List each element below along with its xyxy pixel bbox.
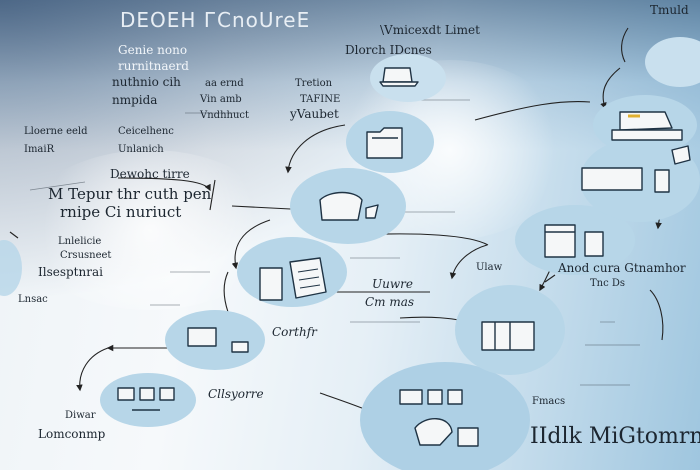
device-b [427, 389, 443, 405]
folder-body [366, 127, 403, 159]
label-left-13: ImaiR [24, 144, 55, 155]
label-center-1: Uuwre [372, 277, 413, 291]
label-left-5: Tretion [295, 78, 333, 89]
label-center-2: Cm mas [365, 295, 415, 309]
label-bottom-3: Lomconmp [38, 427, 106, 441]
document-lines [297, 268, 321, 289]
desktop-tower [654, 169, 670, 193]
window-icon [544, 224, 604, 258]
connector-arrow [231, 219, 271, 270]
key [117, 387, 135, 401]
label-left-3: nuthnio cih [112, 75, 181, 89]
devices-icon [399, 389, 463, 405]
laptop-base [379, 81, 419, 87]
connector-line [474, 101, 591, 121]
laptop-icon [379, 67, 419, 87]
node-icons [117, 67, 691, 447]
bag-body [319, 191, 363, 221]
connector-line [209, 179, 216, 211]
device-a [399, 389, 423, 405]
label-mid-1: Dewohc tirre [110, 167, 190, 181]
label-right-4: Fmacs [532, 396, 566, 407]
hardware-box [457, 427, 479, 447]
label-left-10: Vndhhuct [200, 110, 250, 121]
desktop-device [671, 145, 691, 165]
label-side-1: Lnlelicie [58, 236, 102, 247]
label-center-3: Corthfr [272, 325, 317, 339]
folder-icon [366, 127, 403, 159]
desktop-icon [581, 145, 691, 193]
printer-body [611, 129, 683, 141]
diagram-title: DEOEH ГCnoUreE [120, 8, 311, 32]
frame-icon [481, 321, 535, 351]
label-left-14: Unlanich [118, 144, 164, 155]
label-main: M Tepur thr cuth pen [48, 185, 212, 203]
connector-line [621, 27, 629, 63]
hardware-icon [414, 418, 479, 447]
label-right-1: Anod cura Gtnamhor [558, 261, 686, 275]
label-bottom-2: Diwar [65, 410, 96, 421]
label-right-3: Ulaw [476, 262, 503, 273]
hardware-shape [414, 418, 453, 446]
scribble [29, 181, 86, 191]
frame-dividers [494, 322, 511, 350]
label-left-9: yVaubet [290, 107, 339, 121]
label-left-7: TAFINE [300, 94, 341, 105]
label-left-2: rurnitnaerd [118, 59, 189, 73]
laptop-screen [382, 67, 413, 83]
monitor-box [231, 341, 249, 353]
document-front [259, 267, 283, 301]
label-main-2: rnipe Ci nuriuct [60, 203, 182, 221]
node-bubble [0, 240, 22, 296]
connector-arrow [600, 67, 621, 110]
label-left-6: aa ernd [205, 78, 244, 89]
connector-arrow [285, 124, 346, 174]
connector-line [544, 274, 556, 283]
connector-arrow [399, 316, 467, 324]
frame-outer [481, 321, 535, 351]
scribble-lines [29, 99, 640, 386]
label-left-11: Lloerne eeld [24, 126, 88, 137]
label-left-12: Ceicelhenc [118, 126, 174, 137]
connector-arrow [449, 244, 488, 280]
bag-tag [365, 204, 379, 219]
printer-top [619, 111, 673, 131]
documents-icon [259, 257, 327, 301]
connector-arrow [76, 347, 109, 392]
desktop-screen [581, 167, 643, 191]
bag-icon [319, 191, 379, 221]
label-left-4: nmpida [112, 93, 158, 107]
monitor-icon [187, 327, 249, 353]
connector-line [649, 289, 664, 341]
label-left-1: Genie nono [118, 43, 188, 57]
label-side-3: Ilsesptnrai [38, 265, 103, 279]
label-side-2: Crsusneet [60, 250, 112, 261]
window-frame [544, 224, 576, 258]
key [139, 387, 155, 401]
node-bubble [645, 37, 700, 87]
label-bottom-1: Cllsyorre [208, 387, 264, 401]
device-c [447, 389, 463, 405]
connector-line [9, 231, 19, 239]
key [159, 387, 175, 401]
label-left-8: Vin amb [200, 94, 242, 105]
document-tilted [289, 257, 327, 299]
label-right-2: Tnc Ds [590, 278, 626, 289]
label-top-note-2: Dlorch IDcnes [345, 43, 432, 57]
label-side-4: Lnsac [18, 294, 48, 305]
keyboard-icon [117, 387, 175, 411]
printer-icon [611, 111, 683, 141]
connector-arrow [117, 177, 211, 192]
label-top-right: Tmuld [650, 3, 689, 17]
window-panel [584, 231, 604, 257]
connector-line [223, 271, 229, 313]
monitor-screen [187, 327, 217, 347]
label-top-note: \Vmicexdt Limet [380, 23, 480, 37]
label-bottom-right: IIdlk MiGtomrns [530, 424, 700, 449]
node-bubble [360, 362, 530, 470]
